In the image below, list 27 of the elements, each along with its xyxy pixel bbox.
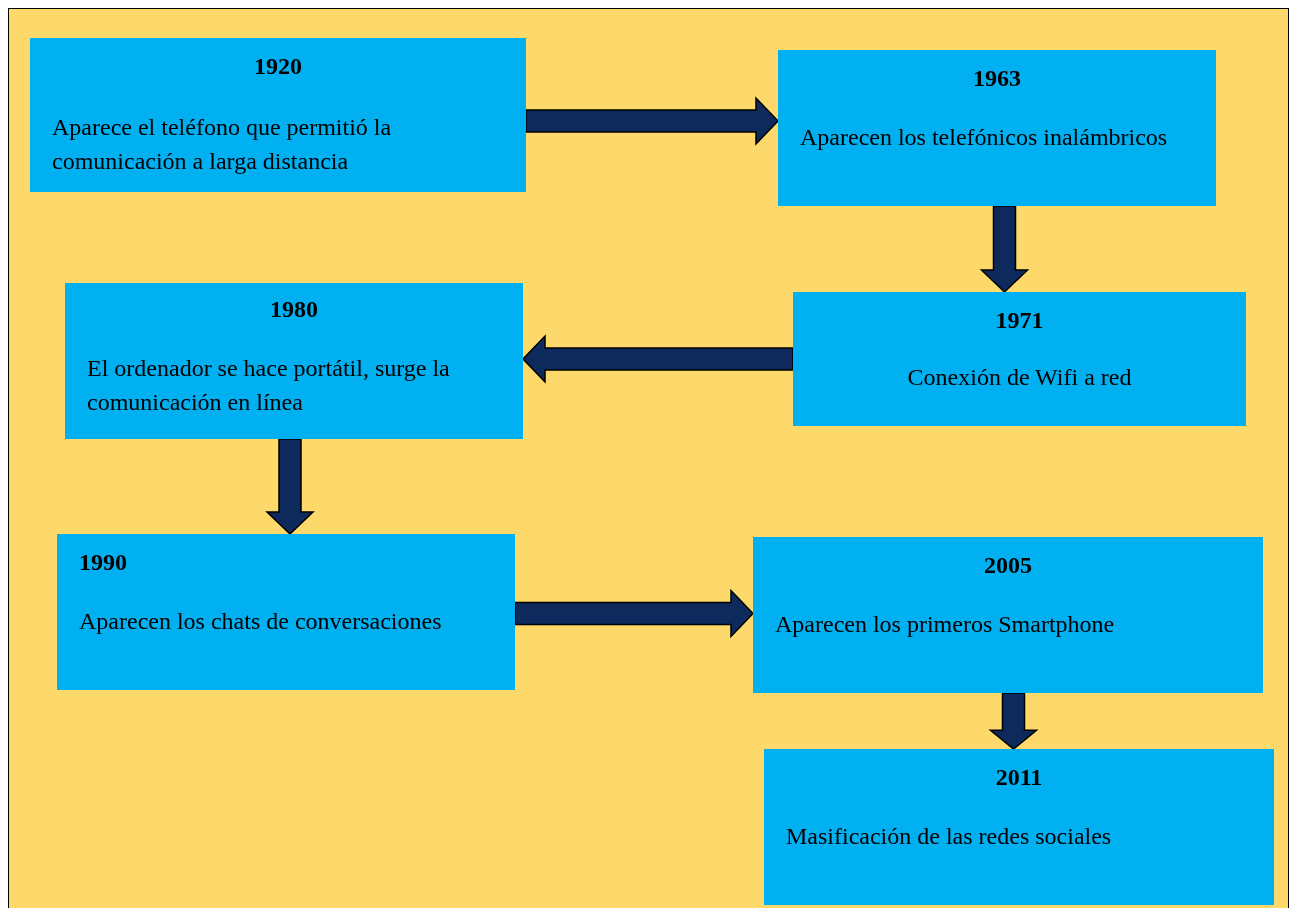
event-description: Aparecen los telefónicos inalámbricos — [800, 123, 1169, 152]
year-label: 1920 — [253, 52, 303, 80]
event-box — [778, 50, 1216, 206]
year-label: 1971 — [994, 306, 1045, 334]
event-box — [30, 38, 526, 192]
event-description: Aparece el teléfono que permitió la comunicación a larga distancia — [52, 113, 393, 176]
event-box — [65, 283, 523, 439]
event-box — [753, 537, 1263, 693]
block-arrow — [525, 96, 780, 146]
event-description: Conexión de Wifi a red — [906, 363, 1133, 392]
event-box — [764, 749, 1274, 905]
block-arrow — [979, 205, 1030, 294]
block-arrow — [988, 692, 1039, 750]
year-label: 2005 — [983, 551, 1033, 579]
year-label: 1980 — [269, 295, 319, 323]
block-arrow — [265, 438, 315, 536]
event-description: Aparecen los chats de conversaciones — [79, 607, 443, 636]
block-arrow — [521, 334, 794, 384]
year-label: 2011 — [994, 763, 1044, 791]
event-description: El ordenador se hace portátil, surge la comunicación en línea — [87, 354, 451, 417]
year-label: 1963 — [972, 64, 1022, 92]
event-description: Aparecen los primeros Smartphone — [775, 610, 1116, 639]
year-label: 1990 — [79, 548, 127, 576]
event-description: Masificación de las redes sociales — [786, 822, 1113, 851]
event-box — [793, 292, 1246, 426]
block-arrow — [514, 588, 755, 639]
event-box — [57, 534, 515, 690]
